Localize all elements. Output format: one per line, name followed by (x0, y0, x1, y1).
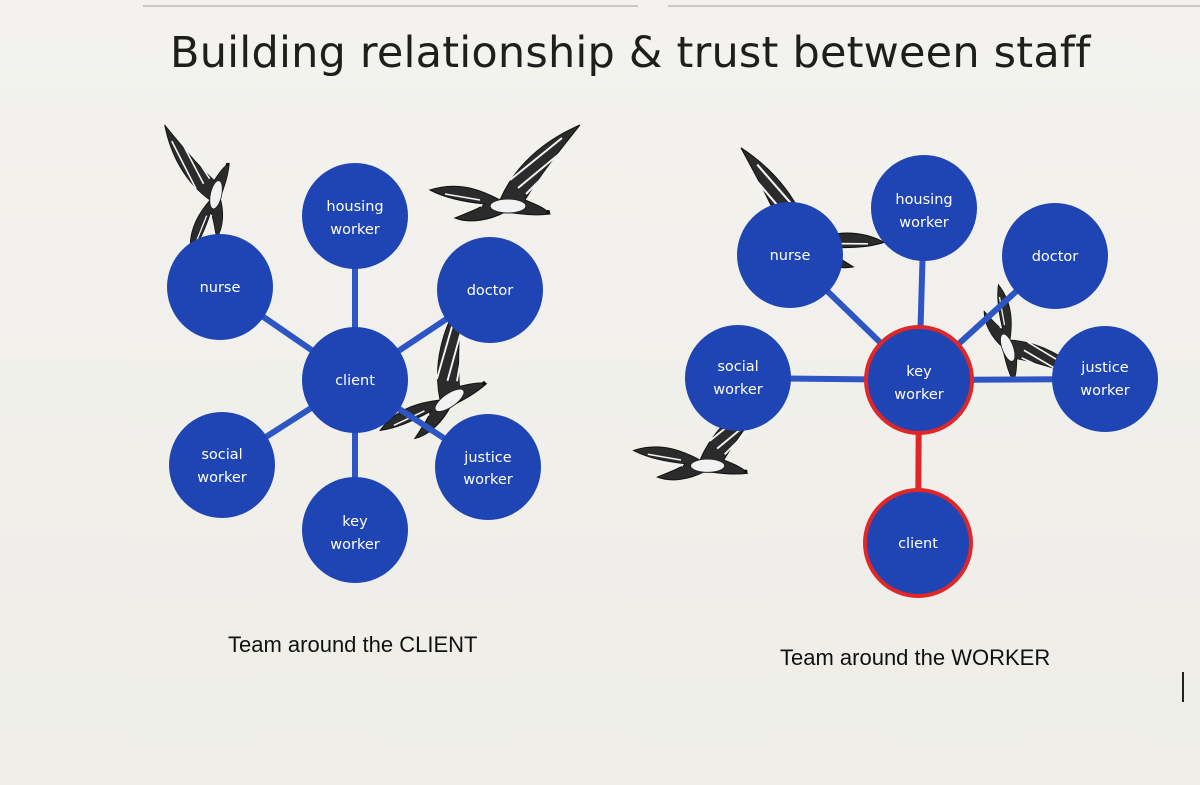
node-label: worker (713, 382, 762, 398)
node-client-center: client (302, 327, 408, 433)
node-doctor: doctor (437, 237, 543, 343)
node-key-worker: key worker (302, 477, 408, 583)
top-divider-left (143, 5, 638, 7)
node-label: worker (330, 222, 379, 238)
node-housing-worker: housing worker (871, 155, 977, 261)
right-diagram: housing worker nurse doctor social worke… (632, 146, 1158, 598)
node-label: social (201, 447, 242, 463)
node-label: worker (894, 387, 943, 403)
node-housing-worker: housing worker (302, 163, 408, 269)
node-label: client (335, 373, 375, 389)
seagull-icon (429, 124, 581, 222)
node-label: housing (326, 199, 383, 215)
node-label: client (898, 536, 938, 552)
node-label: key (906, 364, 932, 380)
node-label: worker (330, 537, 379, 553)
node-label: housing (895, 192, 952, 208)
node-label: social (717, 359, 758, 375)
node-label: worker (197, 470, 246, 486)
node-key-worker-center: key worker (864, 325, 974, 435)
node-social-worker: social worker (685, 325, 791, 431)
node-label: nurse (200, 280, 241, 296)
node-label: worker (1080, 383, 1129, 399)
right-diagram-caption: Team around the WORKER (780, 645, 1051, 670)
node-nurse: nurse (737, 202, 843, 308)
node-label: key (342, 514, 368, 530)
left-diagram-caption: Team around the CLIENT (228, 632, 478, 657)
node-label: doctor (1032, 249, 1079, 265)
text-cursor (1182, 672, 1184, 702)
node-label: worker (899, 215, 948, 231)
node-doctor: doctor (1002, 203, 1108, 309)
left-diagram: housing worker nurse doctor client socia… (138, 124, 581, 583)
node-label: justice (1080, 360, 1128, 376)
node-justice-worker: justice worker (435, 414, 541, 520)
node-label: worker (463, 472, 512, 488)
node-justice-worker: justice worker (1052, 326, 1158, 432)
node-label: doctor (467, 283, 514, 299)
node-label: nurse (770, 248, 811, 264)
node-client: client (863, 488, 973, 598)
slide-title: Building relationship & trust between st… (170, 28, 1091, 78)
node-nurse: nurse (167, 234, 273, 340)
node-social-worker: social worker (169, 412, 275, 518)
node-label: justice (463, 450, 511, 466)
top-divider-right (668, 5, 1200, 7)
